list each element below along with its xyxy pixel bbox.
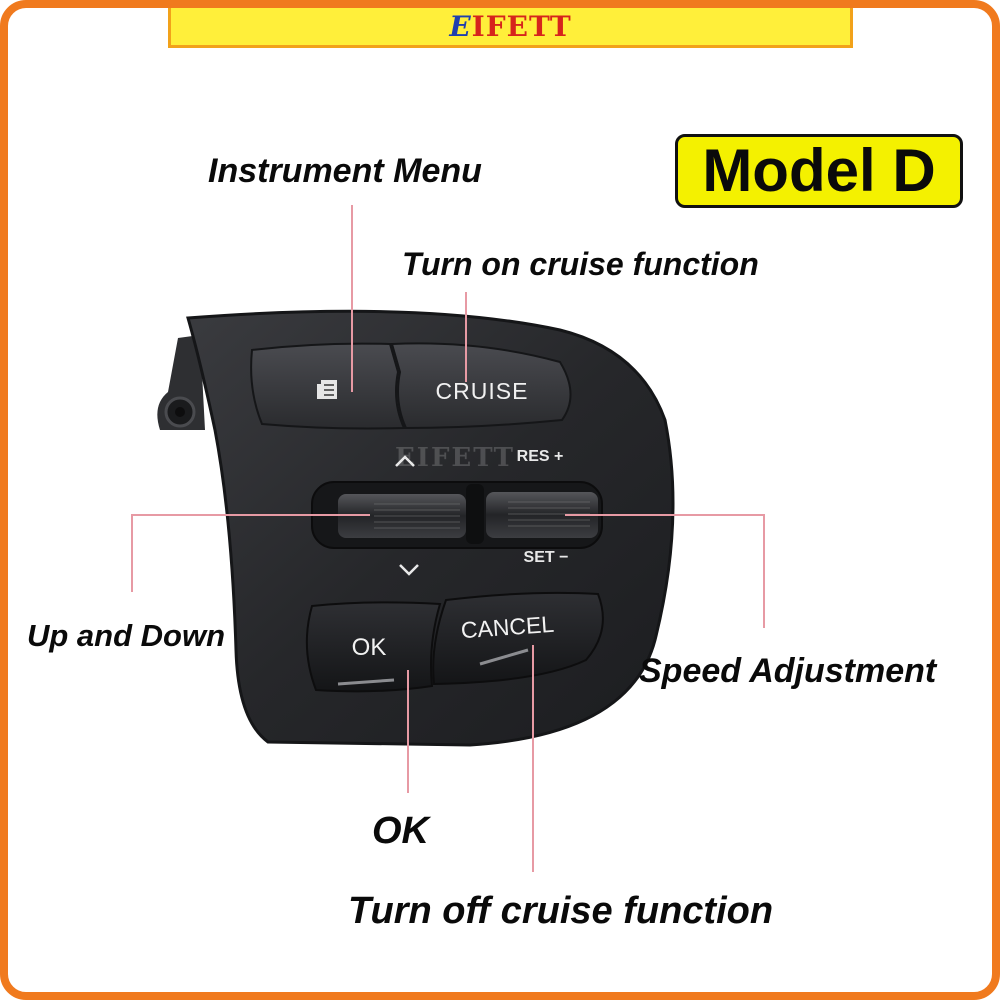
up-down-callout: Up and Down	[27, 618, 226, 653]
speed-adjustment-thumbwheel[interactable]	[486, 492, 598, 538]
mounting-tab	[157, 335, 205, 430]
cancel-button[interactable]	[432, 591, 604, 686]
cruise-button[interactable]	[390, 342, 572, 430]
brand-logo: EIFETT	[449, 10, 572, 43]
ok-callout: OK	[372, 810, 429, 852]
cruise-off-callout: Turn off cruise function	[348, 890, 774, 932]
watermark: EIFETT	[395, 443, 515, 473]
speed-adjustment-callout: Speed Adjustment	[639, 652, 937, 690]
up-down-thumbwheel[interactable]	[338, 494, 466, 538]
res-plus-label: RES +	[517, 448, 564, 465]
steering-switch-illustration: CRUISE EIFETT RES + SET −	[131, 205, 765, 872]
callout-lines	[131, 205, 765, 872]
brand-bar: EIFETT	[168, 8, 853, 48]
chevron-up-icon	[395, 455, 415, 467]
model-badge: Model D	[675, 134, 963, 208]
cruise-button-label: CRUISE	[436, 378, 529, 404]
rocker-divider	[466, 484, 484, 544]
cruise-on-callout: Turn on cruise function	[402, 246, 759, 282]
ok-button[interactable]	[305, 601, 442, 693]
cancel-button-accent	[479, 648, 529, 666]
menu-list-icon	[317, 380, 337, 399]
set-minus-label: SET −	[524, 549, 569, 566]
chevron-down-icon	[399, 564, 419, 576]
instrument-menu-callout: Instrument Menu	[208, 152, 482, 190]
ok-button-accent	[337, 678, 395, 686]
ok-button-label: OK	[352, 634, 387, 661]
